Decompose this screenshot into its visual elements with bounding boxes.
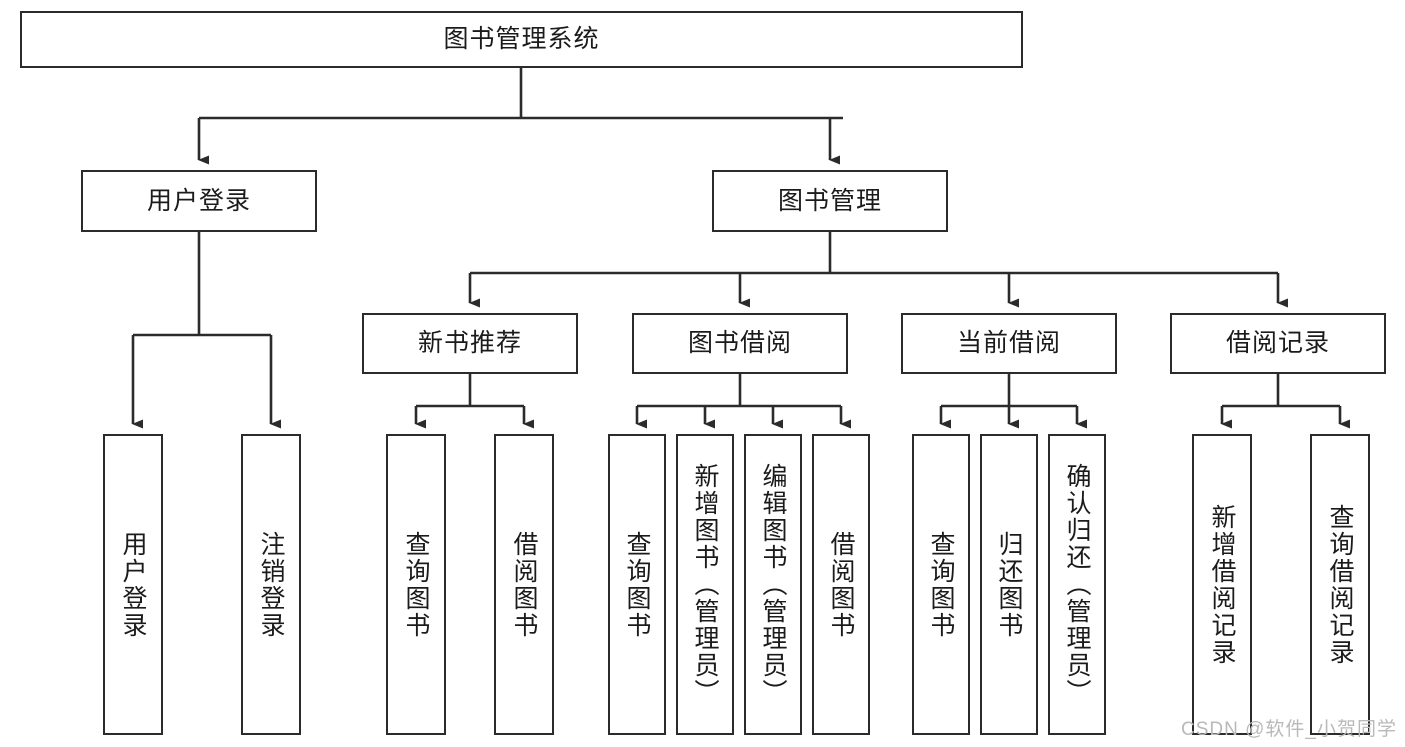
node-label: 借阅图书: [510, 530, 538, 639]
node-borrow-record[interactable]: 借阅记录: [1170, 313, 1386, 374]
leaf-borrow-record-query-record[interactable]: 查询借阅记录: [1310, 434, 1370, 735]
node-label: 用户登录: [146, 186, 251, 215]
leaf-current-borrow-return-book[interactable]: 归还图书: [980, 434, 1038, 735]
node-label: 图书管理系统: [443, 25, 600, 53]
leaf-book-borrow-edit-book-admin[interactable]: 编辑图书（管理员）: [744, 434, 802, 735]
node-label: 新增借阅记录: [1208, 503, 1236, 666]
node-label: 查询图书: [402, 530, 430, 639]
node-new-book-recommend[interactable]: 新书推荐: [362, 313, 578, 374]
node-label: 借阅图书: [827, 530, 855, 639]
node-book-management[interactable]: 图书管理: [712, 170, 948, 232]
node-label: 查询借阅记录: [1326, 503, 1354, 666]
leaf-book-borrow-query-book[interactable]: 查询图书: [608, 434, 666, 735]
node-label: 借阅记录: [1225, 329, 1330, 357]
csdn-watermark: CSDN @软件_小贺同学: [1181, 719, 1397, 740]
node-label: 确认归还（管理员）: [1063, 463, 1091, 706]
node-label: 图书管理: [777, 186, 882, 215]
node-book-borrow[interactable]: 图书借阅: [632, 313, 848, 374]
node-label: 查询图书: [927, 530, 955, 639]
node-label: 新书推荐: [417, 329, 522, 357]
node-label: 新增图书（管理员）: [691, 463, 719, 706]
leaf-current-borrow-confirm-return-admin[interactable]: 确认归还（管理员）: [1048, 434, 1106, 735]
node-label: 当前借阅: [956, 329, 1061, 357]
leaf-new-book-borrow-book[interactable]: 借阅图书: [494, 434, 554, 735]
node-label: 查询图书: [623, 530, 651, 639]
leaf-book-borrow-borrow-book[interactable]: 借阅图书: [812, 434, 870, 735]
leaf-current-borrow-query-book[interactable]: 查询图书: [912, 434, 970, 735]
node-label: 用户登录: [119, 530, 147, 639]
leaf-borrow-record-add-record[interactable]: 新增借阅记录: [1192, 434, 1252, 735]
node-label: 归还图书: [995, 530, 1023, 639]
node-root-book-management-system[interactable]: 图书管理系统: [20, 11, 1023, 68]
leaf-book-borrow-add-book-admin[interactable]: 新增图书（管理员）: [676, 434, 734, 735]
node-label: 图书借阅: [687, 329, 792, 357]
node-current-borrow[interactable]: 当前借阅: [901, 313, 1117, 374]
node-user-login[interactable]: 用户登录: [81, 170, 317, 232]
leaf-user-login-logout[interactable]: 注销登录: [241, 434, 301, 735]
node-label: 注销登录: [257, 530, 285, 639]
leaf-user-login-login[interactable]: 用户登录: [103, 434, 163, 735]
node-label: 编辑图书（管理员）: [759, 463, 787, 706]
leaf-new-book-query-book[interactable]: 查询图书: [386, 434, 446, 735]
